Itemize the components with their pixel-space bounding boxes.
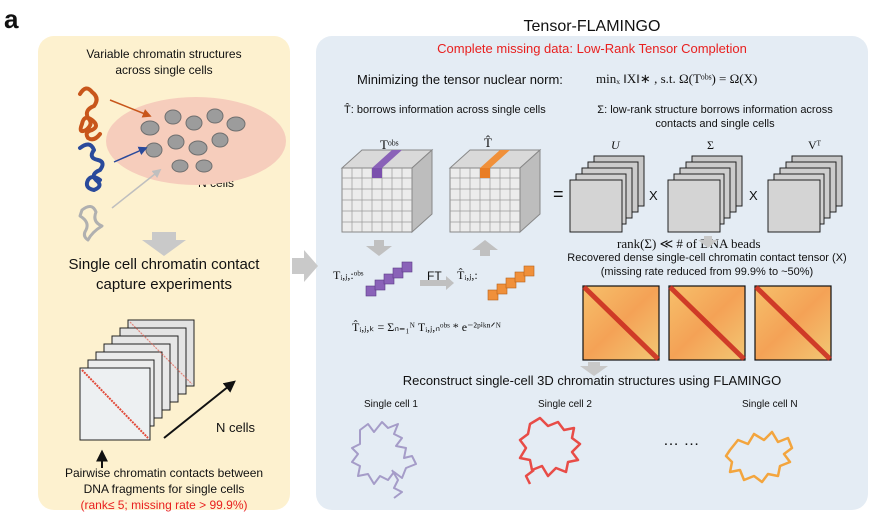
stack-direction-arrow xyxy=(163,380,236,439)
vt-label: Vᵀ xyxy=(808,138,822,152)
rank-note: (rank≤ 5; missing rate > 99.9%) xyxy=(80,498,248,512)
sigma-matrix-stack xyxy=(667,155,743,233)
nucleus xyxy=(188,140,208,156)
fourier-formula: T̂ᵢ,ⱼ,ₖ = Σₙ₌₁ᴺ Tᵢ,ⱼ,ₙᵒᵇˢ * e⁻²ᵖⁱᵏⁿᐟᴺ xyxy=(352,320,502,334)
experiment-line2: capture experiments xyxy=(96,276,232,293)
orange-chromatin-structure xyxy=(78,86,102,142)
sigma-label-line1: Σ: low-rank structure borrows informatio… xyxy=(597,104,833,116)
nucleus xyxy=(167,134,185,150)
nucleus xyxy=(226,116,246,132)
nucleus xyxy=(206,108,224,124)
left-title-line1: Variable chromatin structures xyxy=(86,47,242,61)
rank-formula: rank(Σ) ≪ # of DNA beads xyxy=(617,236,761,251)
times-sign-1: X xyxy=(649,188,658,203)
ellipsis: … … xyxy=(663,432,700,449)
vt-matrix-stack xyxy=(767,155,843,233)
contact-map-diagonal xyxy=(81,369,149,439)
tobs-cube-label: Tᵒᵇˢ xyxy=(380,137,399,152)
panel-transition-arrow-icon xyxy=(292,250,318,282)
times-sign-2: X xyxy=(749,188,758,203)
objective-prefix: Minimizing the tensor nuclear norm: xyxy=(357,72,563,87)
tobs-cube xyxy=(340,148,434,234)
tobs-fiber-label: Tᵢ,ⱼ,:ᵒᵇˢ xyxy=(333,268,364,282)
blue-arrow xyxy=(113,146,148,163)
that-up-arrow-icon xyxy=(472,240,498,256)
cell-label-1: Single cell 1 xyxy=(364,399,418,410)
stack-n-cells-label: N cells xyxy=(216,420,256,435)
tobs-fiber xyxy=(365,261,413,297)
that-cube xyxy=(448,148,542,234)
tensor-flamingo-title: Tensor-FLAMINGO xyxy=(523,18,661,35)
objective-formula: minₓ ‖X‖∗ , s.t. Ω(Tᵒᵇˢ) = Ω(X) xyxy=(596,71,758,86)
tobs-fiber-highlight xyxy=(372,150,402,168)
left-title-line2: across single cells xyxy=(115,63,213,77)
that-cube-label: T̂ xyxy=(484,135,492,150)
recovered-heatmaps xyxy=(582,285,832,361)
single-cell-n-structure xyxy=(724,430,794,484)
that-fiber-label: T̂ᵢ,ⱼ,: xyxy=(457,268,478,282)
u-label: U xyxy=(611,138,620,152)
u-matrix-stack xyxy=(569,155,645,233)
nucleus xyxy=(171,159,189,173)
contact-map-stack xyxy=(79,319,195,441)
subtitle: Complete missing data: Low-Rank Tensor C… xyxy=(437,41,747,56)
panel-letter: a xyxy=(4,4,19,34)
that-label: T̂: borrows information across single ce… xyxy=(344,104,546,116)
nucleus xyxy=(164,109,182,125)
sigma-label: Σ xyxy=(707,138,714,152)
ft-arrow-icon xyxy=(420,276,454,290)
equals-sign: = xyxy=(553,184,564,204)
nucleus xyxy=(145,142,163,158)
reconstruct-title: Reconstruct single-cell 3D chromatin str… xyxy=(402,373,782,388)
sigma-label-line2: contacts and single cells xyxy=(655,118,775,130)
recovered-line2: (missing rate reduced from 99.9% to ~50%… xyxy=(600,266,814,278)
cell-label-2: Single cell 2 xyxy=(538,399,592,410)
sigma-down-arrow-icon xyxy=(698,236,718,248)
nucleus xyxy=(195,159,213,173)
gray-arrow xyxy=(111,168,162,209)
blue-chromatin-structure xyxy=(78,142,105,192)
right-panel xyxy=(316,36,868,510)
nucleus xyxy=(140,120,160,136)
single-cell-1-structure xyxy=(351,421,417,499)
reconstruct-down-arrow-icon xyxy=(580,362,608,376)
tobs-down-arrow-icon xyxy=(366,240,392,256)
experiment-line1: Single cell chromatin contact xyxy=(68,256,260,273)
that-fiber-highlight xyxy=(480,150,510,168)
ft-label: FT xyxy=(427,269,442,283)
pairwise-line1: Pairwise chromatin contacts between xyxy=(64,466,264,480)
single-cell-2-structure xyxy=(518,416,582,485)
down-arrow-icon xyxy=(142,232,186,256)
cell-label-n: Single cell N xyxy=(742,399,798,410)
contact-map-diagonal-back xyxy=(129,321,193,385)
nucleus xyxy=(185,115,203,131)
gray-chromatin-structure xyxy=(78,205,104,242)
nuclei-group xyxy=(106,97,286,185)
that-fiber xyxy=(487,265,535,301)
nucleus xyxy=(211,132,229,148)
recovered-line1: Recovered dense single-cell chromatin co… xyxy=(567,252,847,264)
pairwise-line2: DNA fragments for single cells xyxy=(83,482,245,496)
orange-arrow xyxy=(109,99,152,118)
